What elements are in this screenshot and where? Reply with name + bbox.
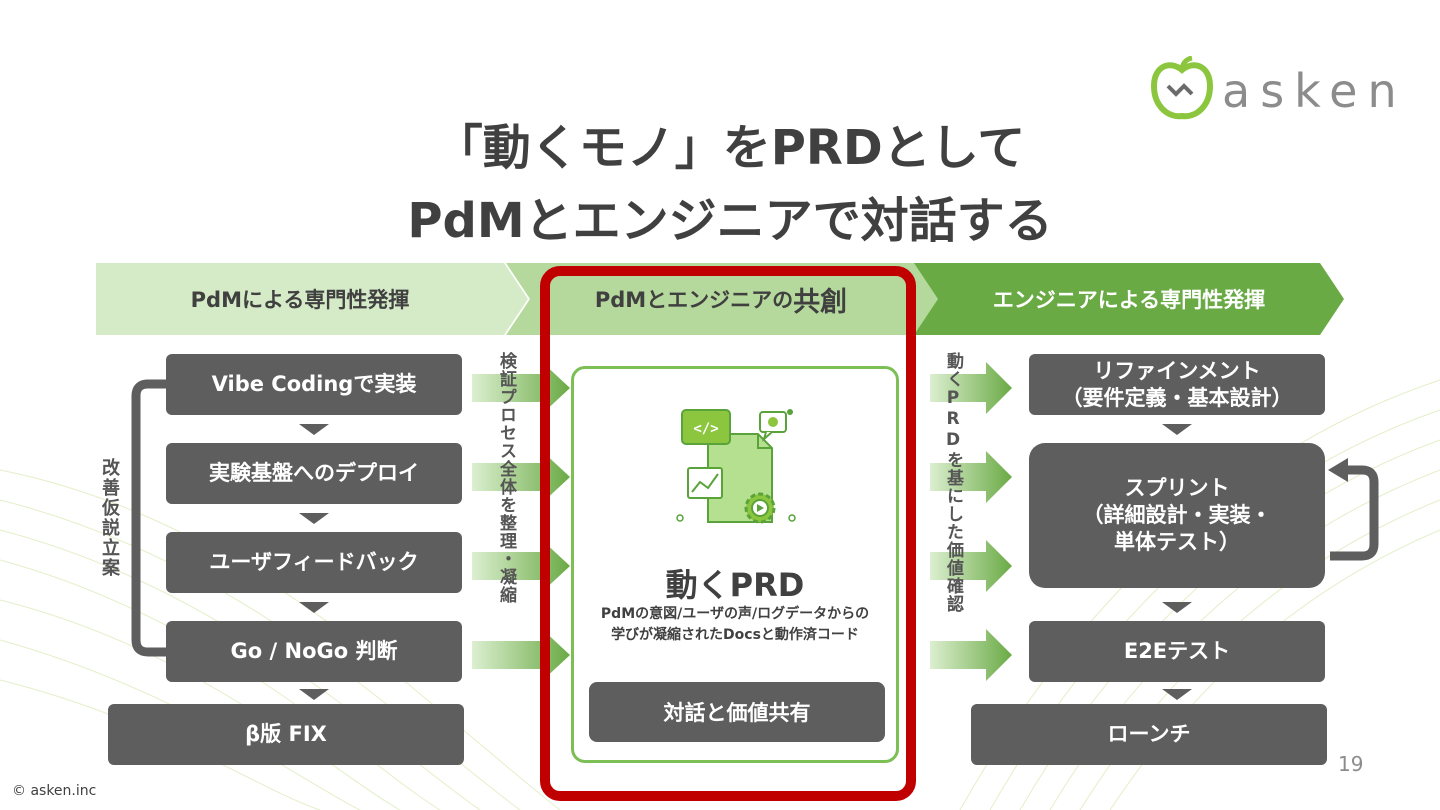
refinement-detail: （要件定義・基本設計） [1062,385,1293,412]
sprint-title: スプリント [1125,475,1230,502]
step-e2e-test: E2Eテスト [1029,621,1325,682]
moving-prd-desc-line1: PdMの意図/ユーザの声/ログデータからの [576,604,894,625]
step-deploy: 実験基盤へのデプロイ [166,443,462,504]
step-vibe-coding: Vibe Codingで実装 [166,354,462,415]
moving-prd-description: PdMの意図/ユーザの声/ログデータからの 学びが凝縮されたDocsと動作済コー… [576,604,894,646]
refinement-title: リファインメント [1093,358,1260,385]
banner-left-label: PdMによる専門性発揮 [96,263,504,335]
code-tag-icon: </> [682,410,730,444]
logo-wordmark: asken [1222,64,1407,118]
sprint-detail-1: （詳細設計・実装・ [1083,502,1272,529]
slide-title-line2: PdMとエンジニアで対話する [220,186,1240,256]
banner-right: エンジニアによる専門性発揮 [914,263,1344,335]
banner-left: PdMによる専門性発揮 [96,263,528,335]
down-arrow-icon [1162,602,1192,613]
down-arrow-icon [1162,689,1192,700]
prd-illustration: </> [672,404,802,529]
moving-prd-title: 動くPRD [571,560,899,606]
step-refinement: リファインメント （要件定義・基本設計） [1029,354,1325,415]
sprint-detail-2: 単体テスト） [1114,529,1240,556]
down-arrow-icon [1162,424,1192,435]
sprint-loop-arrow [1326,458,1386,568]
down-arrow-icon [299,424,329,435]
right-process-label: 動くPRDを基にした価値確認 [941,352,966,613]
loop-label: 改善仮説立案 [96,458,122,578]
gear-play-icon [746,494,774,522]
page-number: 19 [1338,752,1363,776]
moving-prd-desc-line2: 学びが凝縮されたDocsと動作済コード [576,625,894,646]
step-launch: ローンチ [971,704,1327,765]
chat-plus-icon [760,412,786,439]
step-beta-fix: β版 FIX [108,704,464,765]
down-arrow-icon [299,602,329,613]
svg-text:</>: </> [693,421,718,437]
green-arrow-right-4 [930,629,1012,681]
banner-right-label: エンジニアによる専門性発揮 [944,263,1314,335]
step-sprint: スプリント （詳細設計・実装・ 単体テスト） [1029,443,1325,588]
slide-title-line1: 「動くモノ」をPRDとして [220,113,1240,183]
down-arrow-icon [299,689,329,700]
chart-icon [688,468,722,498]
down-arrow-icon [299,513,329,524]
dialogue-value-share-box: 対話と価値共有 [589,682,885,742]
step-go-nogo: Go / NoGo 判断 [166,621,462,682]
copyright: © asken.inc [12,783,96,799]
step-user-feedback: ユーザフィードバック [166,532,462,593]
left-process-label: 検証プロセス全体を整理・凝縮 [494,352,519,604]
